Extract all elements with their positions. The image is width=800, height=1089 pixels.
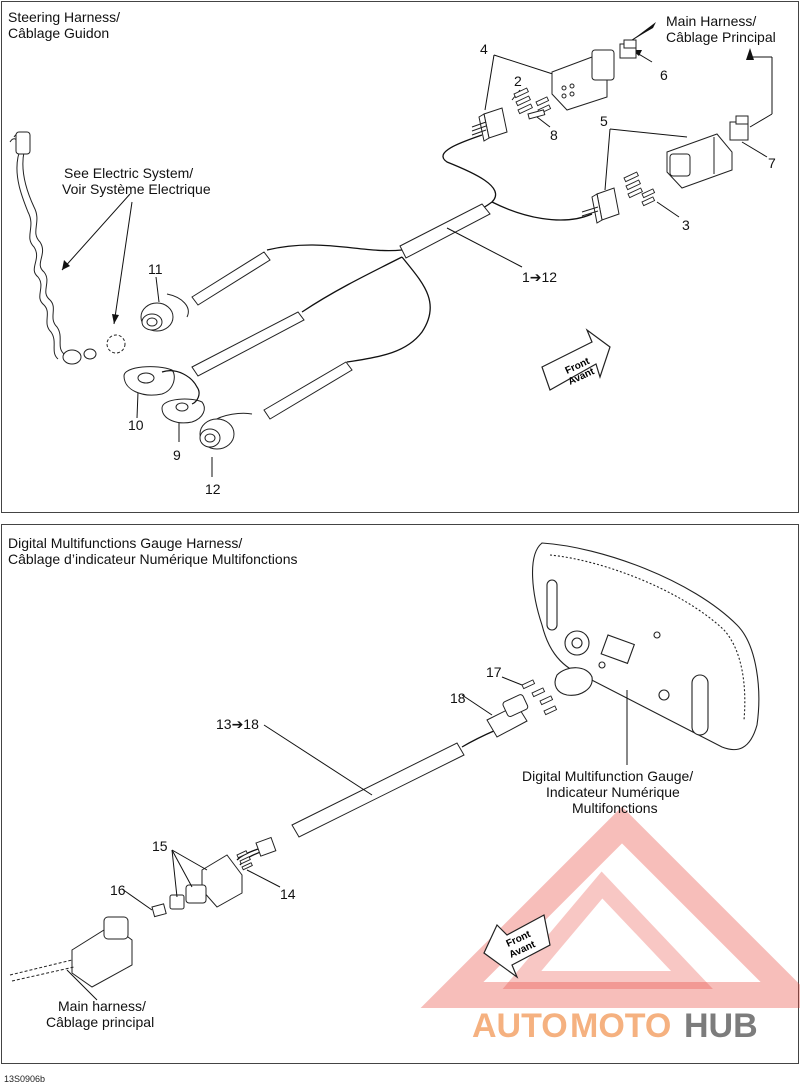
callout-15: 15 <box>152 838 168 854</box>
watermark-moto: MOTO <box>570 1007 671 1045</box>
connector-4 <box>471 107 508 142</box>
main-harness-bottom-line1: Main harness/ <box>58 998 146 1014</box>
gauge-title-line2: Câblage d’indicateur Numérique Multifonc… <box>8 551 298 567</box>
callout-11: 11 <box>148 261 163 277</box>
steering-title-line2: Câblage Guidon <box>8 25 110 41</box>
harness-wires <box>266 134 593 363</box>
main-harness-line2: Câblage Principal <box>666 29 776 45</box>
gauge-title-line1: Digital Multifunctions Gauge Harness/ <box>8 535 243 551</box>
callout-6: 6 <box>660 67 668 83</box>
callout-17: 17 <box>486 664 502 680</box>
callout-4: 4 <box>480 41 488 57</box>
callout-14: 14 <box>280 886 296 902</box>
connector-3 <box>581 187 620 224</box>
wedge-lock-16 <box>151 903 167 918</box>
wedge-lock-7 <box>729 115 749 141</box>
terminals-14 <box>236 850 253 871</box>
plug-housing-5 <box>666 133 733 189</box>
top-callouts: See Electric System/ Voir Système Electr… <box>62 13 776 497</box>
gauge-harness-panel: Digital Multifunctions Gauge Harness/ Câ… <box>1 524 800 1064</box>
callout-12: 12 <box>205 481 221 497</box>
main-harness-line1: Main Harness/ <box>666 13 756 29</box>
range-label-13-18: 13➔18 <box>216 716 259 732</box>
callout-2: 2 <box>514 73 522 89</box>
gauge-label-line3: Multifonctions <box>572 800 658 816</box>
front-direction-arrow-bottom: Front Avant <box>483 914 551 979</box>
see-electric-line1: See Electric System/ <box>64 165 193 181</box>
switch-10 <box>123 366 175 396</box>
wedge-lock-6 <box>619 39 637 59</box>
steering-harness-panel: Steering Harness/ Câblage Guidon <box>1 1 799 513</box>
range-label-1-12: 1➔12 <box>522 269 557 285</box>
front-direction-arrow: Front Avant <box>541 328 611 391</box>
terminals-2 <box>513 87 552 115</box>
callout-16: 16 <box>110 882 126 898</box>
callout-5: 5 <box>600 113 608 129</box>
terminals-3 <box>623 171 656 207</box>
callout-10: 10 <box>128 417 144 433</box>
plug-housing-4 <box>551 49 615 111</box>
connector-18 <box>486 694 529 738</box>
switch-9 <box>161 398 205 424</box>
pin-8 <box>527 109 546 120</box>
watermark-logo: AUTO MOTO HUB <box>420 806 800 1045</box>
figure-id: 13S0906b <box>4 1074 46 1084</box>
callout-9: 9 <box>173 447 181 463</box>
steering-title-line1: Steering Harness/ <box>8 9 121 25</box>
gauge-harness-diagram: AUTO MOTO HUB <box>9 542 800 1045</box>
sensor-12 <box>199 412 253 450</box>
bottom-callouts: Digital Multifunction Gauge/ Indicateur … <box>46 664 693 1030</box>
gauge-leader-lines <box>66 676 628 1001</box>
main-harness-bottom-line2: Câblage principal <box>46 1014 154 1030</box>
connector-15 <box>169 836 277 910</box>
coiled-cord <box>9 131 126 365</box>
see-electric-line2: Voir Système Electrique <box>62 181 211 197</box>
watermark-auto: AUTO <box>472 1007 568 1045</box>
harness-sleeves <box>191 203 491 420</box>
steering-harness-diagram: Front Avant See Electric System/ Voir Sy… <box>9 13 776 497</box>
terminals-17 <box>521 679 558 716</box>
multifunction-gauge <box>532 542 760 751</box>
callout-7: 7 <box>768 155 776 171</box>
gauge-label-line1: Digital Multifunction Gauge/ <box>522 768 693 784</box>
watermark-hub: HUB <box>684 1007 758 1045</box>
callout-8: 8 <box>550 127 558 143</box>
callout-3: 3 <box>682 217 690 233</box>
leader-arrowheads <box>62 22 754 324</box>
callout-18: 18 <box>450 690 466 706</box>
gauge-harness-sleeve <box>291 742 465 838</box>
gauge-label-line2: Indicateur Numérique <box>546 784 680 800</box>
main-harness-plug <box>9 916 133 988</box>
sensor-11 <box>140 293 189 332</box>
